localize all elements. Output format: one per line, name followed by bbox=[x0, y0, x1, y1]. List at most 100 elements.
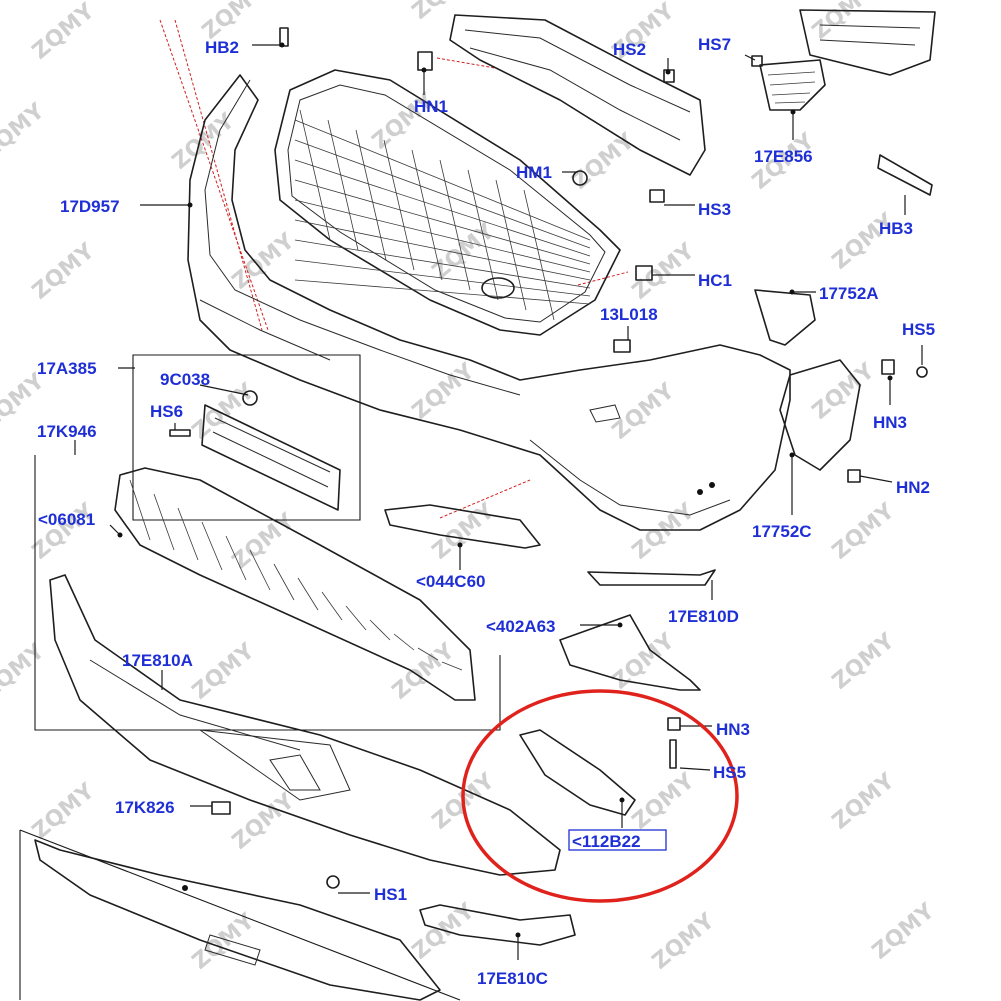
label-17e856: 17E856 bbox=[754, 147, 813, 166]
label-hs2: HS2 bbox=[613, 40, 646, 59]
lower-mesh-line bbox=[201, 521, 223, 571]
grille-mesh-line bbox=[355, 129, 387, 261]
callout-labels: HB2 HN1 HS2 HS7 HM1 HS3 17E856 HB3 17D95… bbox=[37, 35, 935, 988]
grille-mesh-line bbox=[294, 219, 591, 281]
grille-mesh-line bbox=[294, 119, 591, 241]
label-17752c: 17752C bbox=[752, 522, 812, 541]
watermark-text: ZQMY bbox=[168, 108, 240, 174]
label-hn3-top: HN3 bbox=[873, 413, 907, 432]
grille-mesh-line bbox=[294, 139, 591, 249]
undertray bbox=[49, 574, 561, 876]
watermark-text: ZQMY bbox=[808, 358, 880, 424]
part-highlight-box bbox=[568, 829, 667, 851]
label-17e810a: 17E810A bbox=[122, 651, 193, 670]
grille-mesh-line bbox=[294, 179, 591, 265]
label-17752a: 17752A bbox=[819, 284, 879, 303]
watermark-text: ZQMY bbox=[408, 898, 480, 964]
lower-mesh-line bbox=[441, 661, 463, 671]
red-guide-lines bbox=[159, 19, 629, 519]
label-hn3-bottom: HN3 bbox=[716, 720, 750, 739]
label-06081: <06081 bbox=[38, 510, 95, 529]
label-hc1: HC1 bbox=[698, 271, 732, 290]
side-trims bbox=[419, 59, 861, 946]
label-17e810c: 17E810C bbox=[477, 969, 548, 988]
watermark-text: ZQMY bbox=[808, 0, 880, 45]
callout-frame-boxes bbox=[19, 354, 501, 1001]
grille-mesh-line bbox=[294, 199, 591, 273]
watermark-text: ZQMY bbox=[188, 638, 260, 704]
callout-leaders bbox=[74, 42, 923, 960]
label-hs1: HS1 bbox=[374, 885, 407, 904]
lower-mesh-line bbox=[225, 535, 247, 581]
lower-mesh-line bbox=[417, 647, 439, 661]
upper-grille bbox=[274, 69, 621, 336]
watermark-text: ZQMY bbox=[828, 628, 900, 694]
bumper-cover bbox=[187, 74, 791, 549]
grille-mesh-line bbox=[299, 109, 331, 241]
watermark-text: ZQMY bbox=[648, 908, 720, 974]
watermark-text: ZQMY bbox=[628, 768, 700, 834]
label-hn1: HN1 bbox=[414, 97, 448, 116]
watermark-text: ZQMY bbox=[868, 898, 940, 964]
label-hs5-bottom: HS5 bbox=[713, 763, 746, 782]
grille-mesh-line bbox=[383, 139, 415, 271]
licence-plate-bracket bbox=[201, 404, 341, 511]
watermark-text: ZQMY bbox=[28, 498, 100, 564]
lower-mesh-line bbox=[369, 619, 391, 641]
watermark-text: ZQMY bbox=[28, 0, 100, 65]
grille-mesh bbox=[294, 109, 591, 321]
lower-mesh-line bbox=[249, 549, 271, 591]
grille-mesh-line bbox=[294, 239, 591, 289]
grille-mesh-line bbox=[523, 189, 555, 321]
watermark-text: ZQMY bbox=[608, 378, 680, 444]
watermark-text: ZQMY bbox=[228, 788, 300, 854]
grille-mesh-line bbox=[294, 259, 591, 297]
label-402a63: <402A63 bbox=[486, 617, 555, 636]
grille-mesh-line bbox=[495, 179, 527, 311]
lower-mesh-line bbox=[393, 633, 415, 651]
watermark-text: ZQMY bbox=[28, 238, 100, 304]
label-17e810d: 17E810D bbox=[668, 607, 739, 626]
label-hn2: HN2 bbox=[896, 478, 930, 497]
label-112b22: <112B22 bbox=[572, 832, 641, 851]
label-hs5-top: HS5 bbox=[902, 320, 935, 339]
lower-mesh-line bbox=[153, 493, 175, 551]
label-hs3: HS3 bbox=[698, 200, 731, 219]
watermark-text: ZQMY bbox=[0, 638, 50, 704]
label-9c038: 9C038 bbox=[160, 370, 210, 389]
watermark-text: ZQMY bbox=[628, 238, 700, 304]
label-17k946: 17K946 bbox=[37, 422, 97, 441]
side-grille-mesh bbox=[767, 71, 816, 104]
lower-grille bbox=[114, 467, 476, 701]
watermark-text: ZQMY bbox=[388, 638, 460, 704]
lower-mesh-line bbox=[321, 591, 343, 621]
watermark-text: ZQMY bbox=[228, 228, 300, 294]
grille-mesh-line bbox=[327, 119, 359, 251]
lower-grille-mesh bbox=[129, 479, 463, 671]
label-hs6: HS6 bbox=[150, 402, 183, 421]
watermark-text: ZQMY bbox=[408, 0, 480, 25]
watermark-text: ZQMY bbox=[28, 778, 100, 844]
grille-mesh-line bbox=[439, 159, 471, 291]
lower-mesh-line bbox=[273, 563, 295, 601]
watermark-text: ZQMY bbox=[408, 358, 480, 424]
lower-mesh-line bbox=[129, 479, 151, 541]
label-17a385: 17A385 bbox=[37, 359, 97, 378]
label-17d957: 17D957 bbox=[60, 197, 120, 216]
grille-mesh-line bbox=[294, 279, 591, 305]
lower-mesh-line bbox=[345, 605, 367, 631]
highlight-circle bbox=[461, 689, 739, 903]
label-hb3: HB3 bbox=[879, 219, 913, 238]
label-hs7: HS7 bbox=[698, 35, 731, 54]
watermark-text: ZQMY bbox=[828, 498, 900, 564]
fasteners bbox=[169, 27, 933, 889]
grille-mesh-line bbox=[411, 149, 443, 281]
label-hb2: HB2 bbox=[205, 38, 239, 57]
lower-mesh-line bbox=[177, 507, 199, 561]
label-044c60: <044C60 bbox=[416, 572, 485, 591]
label-17k826: 17K826 bbox=[115, 798, 175, 817]
lower-mesh-line bbox=[297, 577, 319, 611]
label-hm1: HM1 bbox=[516, 163, 552, 182]
upper-reinforcement bbox=[449, 9, 936, 176]
